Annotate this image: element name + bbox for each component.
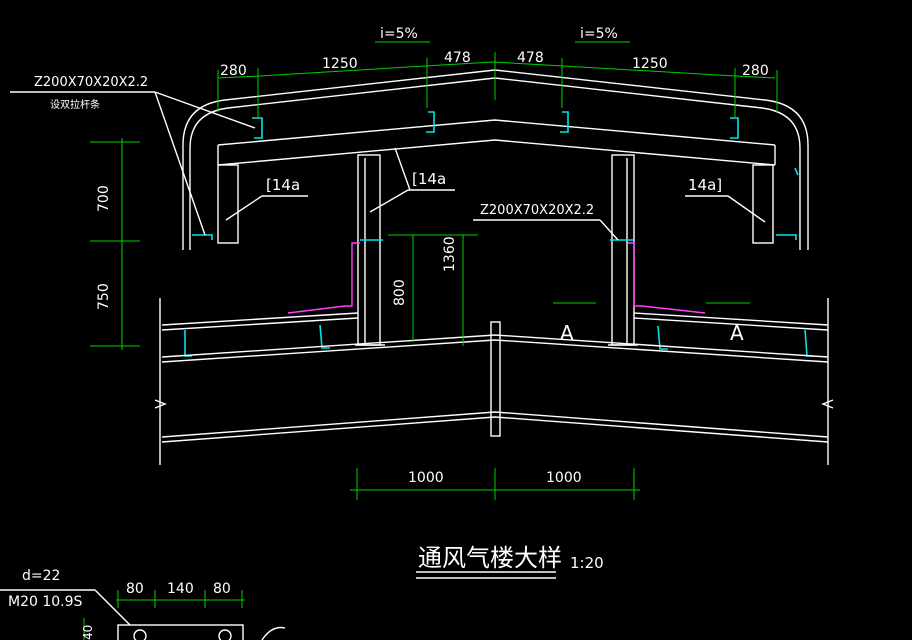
slope-label-left: i=5% — [380, 26, 418, 42]
purlin-label-left: Z200X70X20X2.2 — [34, 75, 148, 90]
top-dim-4: 478 — [517, 50, 544, 66]
top-dim-6: 280 — [742, 63, 769, 79]
bolt-side-dim: 40 — [81, 625, 95, 640]
bolt-dim-2: 140 — [167, 581, 194, 597]
channel-label-left: [14a — [266, 176, 300, 194]
top-dim-1: 280 — [220, 63, 247, 79]
main-rafter — [154, 298, 834, 465]
top-dim-5: 1250 — [632, 56, 668, 72]
dimension-lines — [90, 41, 778, 608]
dim-800: 800 — [392, 279, 408, 306]
section-mark-left: A — [560, 321, 574, 345]
channel-label-center: [14a — [412, 170, 446, 188]
bolt-dim-1: 80 — [126, 581, 144, 597]
flashing — [287, 242, 706, 314]
bolt-detail — [83, 618, 286, 640]
purlin-label-center: Z200X70X20X2.2 — [480, 203, 594, 218]
drawing-title: 通风气楼大样 — [418, 544, 562, 572]
bolt-diameter: d=22 — [22, 568, 60, 584]
bolt-grade: M20 10.9S — [8, 594, 83, 610]
bottom-dim-2: 1000 — [546, 470, 582, 486]
leader-lines — [0, 91, 766, 626]
slope-label-right: i=5% — [580, 26, 618, 42]
bolt-dim-3: 80 — [213, 581, 231, 597]
dim-1360: 1360 — [442, 236, 458, 272]
title-underline — [416, 571, 556, 579]
top-dim-3: 478 — [444, 50, 471, 66]
purlins — [184, 111, 814, 357]
purlin-note-left: 设双拉杆条 — [50, 98, 100, 111]
left-dim-700: 700 — [96, 185, 112, 212]
left-dim-750: 750 — [96, 283, 112, 310]
bottom-dim-1: 1000 — [408, 470, 444, 486]
section-mark-right: A — [730, 321, 744, 345]
channel-label-right: 14a] — [688, 176, 722, 194]
drawing-scale: 1:20 — [570, 554, 604, 572]
top-dim-2: 1250 — [322, 56, 358, 72]
vent-posts — [217, 154, 774, 346]
